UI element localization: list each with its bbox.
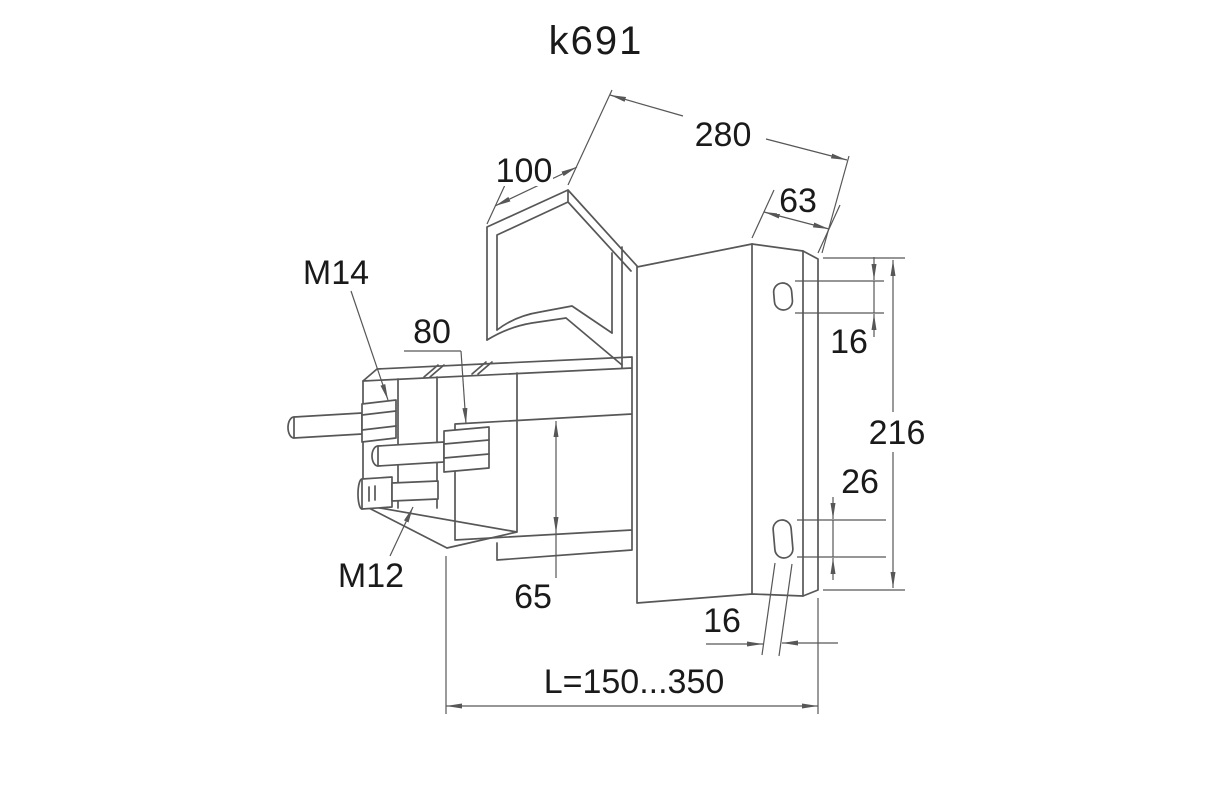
dim-26: 26 — [797, 463, 886, 580]
bolt-middle-head-facets — [443, 439, 490, 459]
dim-63-line — [763, 211, 830, 230]
dim-26-extensions — [797, 519, 886, 558]
dim-280-label: 280 — [695, 116, 752, 154]
dim-length: L=150...350 — [445, 556, 819, 714]
bolt-m14-tip — [287, 416, 295, 439]
dim-65: 65 — [514, 421, 559, 616]
m12-label: M12 — [338, 557, 404, 595]
dim-16-top-label: 16 — [830, 323, 868, 361]
bolt-m14 — [287, 399, 397, 443]
clamp-slot-marks — [423, 361, 493, 378]
dim-16-bottom-extensions — [761, 562, 793, 657]
dim-280-line-right — [765, 138, 848, 161]
label-m14: M14 — [303, 254, 389, 401]
dim-280-extension — [821, 155, 850, 254]
dim-280-line-left — [609, 94, 684, 117]
bolt-middle-tip — [371, 445, 379, 467]
channel-outline — [486, 189, 638, 369]
drawing-title: k691 — [549, 19, 644, 63]
dim-length-label: L=150...350 — [544, 663, 725, 701]
telescopic-beam — [362, 356, 633, 561]
dim-63-bg — [777, 184, 820, 214]
bolt-m12-head — [361, 476, 393, 510]
dim-65-label: 65 — [514, 578, 552, 616]
dim-216: 216 — [823, 257, 926, 591]
bolt-m14-head-facets — [361, 410, 397, 431]
dim-216-extensions — [823, 257, 905, 591]
bolt-m12-shaft — [391, 480, 439, 502]
dim-80: 80 — [404, 313, 468, 425]
dim-80-leader — [460, 350, 468, 425]
dim-63-label: 63 — [779, 182, 817, 220]
dim-16-bottom: 16 — [703, 562, 838, 657]
dim-100-label: 100 — [496, 152, 553, 190]
slot-hole-top — [772, 282, 794, 311]
dim-100-bg — [496, 152, 553, 186]
dim-16-top: 16 — [795, 257, 884, 361]
plate-outline — [636, 243, 819, 604]
bolt-middle — [371, 426, 490, 473]
slot-hole-bottom — [772, 519, 794, 559]
bolt-m14-head — [361, 399, 397, 443]
label-m12: M12 — [338, 506, 414, 595]
dim-100: 100 — [486, 89, 613, 225]
dim-80-label: 80 — [413, 313, 451, 351]
u-channel — [486, 189, 638, 369]
clamp-outline — [362, 372, 518, 549]
m12-leader — [389, 506, 414, 557]
channel-fillet-curves — [486, 305, 623, 366]
dim-16-top-extensions — [795, 280, 884, 314]
bolt-m12 — [357, 476, 439, 510]
dim-16-bottom-label: 16 — [703, 602, 741, 640]
bolt-middle-shaft — [377, 441, 445, 467]
mounting-plate — [636, 243, 819, 604]
dim-length-extensions — [445, 556, 819, 714]
bolt-m14-shaft — [293, 412, 363, 439]
m14-leader — [350, 290, 389, 401]
dim-26-label: 26 — [841, 463, 879, 501]
bolt-m12-head-face — [357, 478, 376, 510]
m14-label: M14 — [303, 254, 369, 292]
dim-100-line — [494, 166, 578, 207]
dim-63: 63 — [751, 182, 841, 254]
dim-280: 280 — [609, 94, 850, 254]
beam-outline — [362, 356, 633, 561]
clamp-body — [362, 361, 518, 549]
bolt-middle-head — [443, 426, 490, 473]
dim-216-label: 216 — [869, 414, 926, 452]
